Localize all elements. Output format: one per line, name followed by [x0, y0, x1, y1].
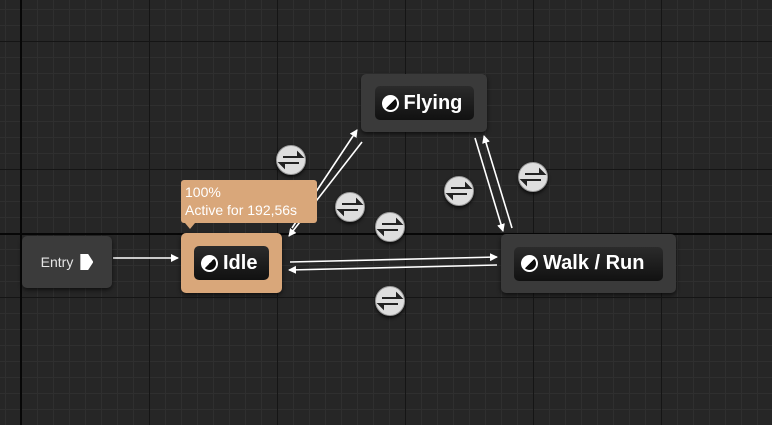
entry-label: Entry: [40, 254, 74, 270]
transition-rule-icon: [277, 150, 305, 170]
state-half-circle-icon: [521, 255, 538, 272]
wire-flying-to-walk-run: [474, 137, 505, 232]
transition-rule-icon: [445, 181, 473, 201]
transition-rule-icon: [376, 217, 404, 237]
debug-weight: 100%: [185, 184, 221, 200]
transition-rule-icon: [336, 197, 364, 217]
wire-idle-to-walk-run: [289, 253, 498, 263]
transition-rule-icon: [376, 291, 404, 311]
transition-rule-idle-to-flying[interactable]: [276, 145, 306, 175]
state-idle[interactable]: Idle: [181, 233, 282, 293]
grid-origin-vertical: [20, 0, 22, 425]
transition-rule-walk-run-to-idle[interactable]: [375, 286, 405, 316]
entry-node[interactable]: Entry: [22, 236, 112, 288]
debug-tooltip: 100% Active for 192,56s: [181, 180, 317, 229]
state-half-circle-icon: [201, 254, 218, 272]
state-flying-label: Flying: [403, 91, 463, 114]
transition-rule-flying-to-walk-run[interactable]: [444, 176, 474, 206]
state-idle-label: Idle: [223, 251, 258, 274]
wire-walk-run-to-idle: [288, 264, 498, 274]
state-walk-run[interactable]: Walk / Run: [501, 234, 676, 293]
state-flying[interactable]: Flying: [361, 74, 487, 132]
transition-rule-idle-to-walk-run[interactable]: [375, 212, 405, 242]
entry-pin-icon[interactable]: [80, 254, 94, 270]
transition-rule-flying-to-idle[interactable]: [335, 192, 365, 222]
state-half-circle-icon: [381, 94, 399, 112]
debug-active-time: Active for 192,56s: [185, 202, 298, 218]
transition-rule-walk-run-to-flying[interactable]: [518, 162, 548, 192]
wire-walk-run-to-flying: [482, 135, 513, 229]
state-walk-run-label: Walk / Run: [543, 252, 645, 274]
transition-rule-icon: [519, 167, 547, 187]
